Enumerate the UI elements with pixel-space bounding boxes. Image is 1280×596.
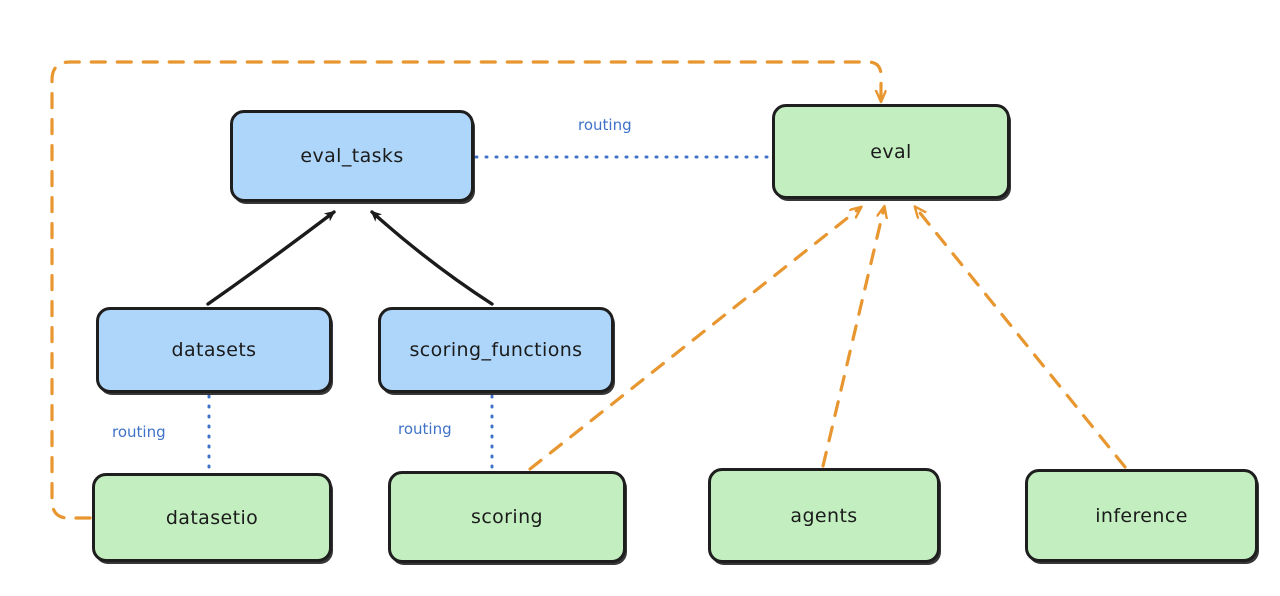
node-label: inference (1095, 504, 1188, 527)
edge-agents-to-eval (821, 208, 884, 468)
node-label: scoring_functions (409, 339, 583, 361)
edge-label-routing-datasets-datasetio: routing (112, 423, 166, 441)
edge-label-routing-eval-tasks-eval: routing (578, 116, 632, 134)
edge-label-routing-scoring-functions-scoring: routing (398, 420, 452, 438)
node-datasets[interactable]: datasets (96, 307, 332, 393)
edge-scoring-functions-to-eval-tasks (370, 210, 494, 306)
node-label: scoring (471, 506, 543, 528)
node-inference[interactable]: inference (1025, 469, 1258, 562)
node-label: eval_tasks (300, 145, 404, 167)
node-datasetio[interactable]: datasetio (92, 473, 332, 562)
node-scoring[interactable]: scoring (388, 471, 626, 563)
edge-datasetio-to-eval (50, 60, 881, 520)
edge-inference-to-eval (916, 208, 1127, 469)
node-label: datasetio (165, 506, 259, 529)
node-scoring-functions[interactable]: scoring_functions (378, 307, 614, 393)
edge-scoring-to-eval (528, 208, 860, 471)
node-eval[interactable]: eval (772, 104, 1010, 199)
node-agents[interactable]: agents (708, 468, 940, 563)
node-label: agents (790, 504, 858, 527)
edge-datasets-to-eval-tasks (206, 210, 336, 306)
node-eval-tasks[interactable]: eval_tasks (230, 110, 474, 202)
node-label: eval (870, 140, 912, 163)
node-label: datasets (171, 339, 257, 361)
